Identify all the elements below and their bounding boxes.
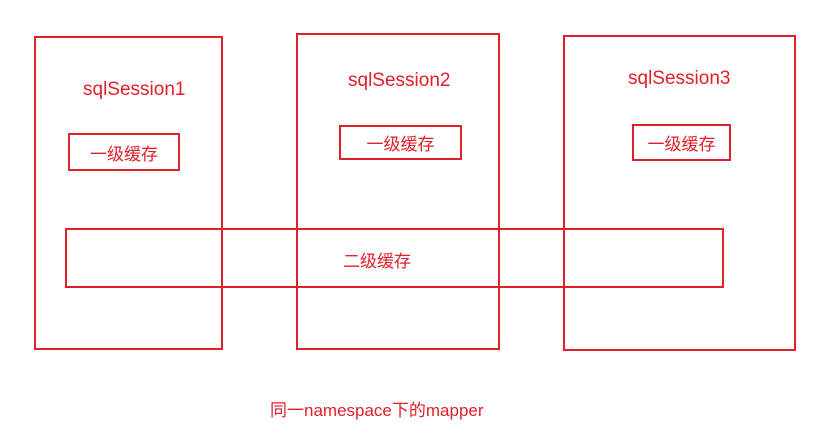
first-level-cache-3-label: 一级缓存 — [647, 135, 716, 154]
sql-session-1-title: sqlSession1 — [83, 79, 186, 100]
first-level-cache-2-label: 一级缓存 — [366, 135, 435, 154]
first-level-cache-1-label: 一级缓存 — [90, 144, 158, 164]
first-level-cache-2: 一级缓存 — [339, 125, 462, 160]
second-level-cache-box — [65, 228, 724, 288]
diagram-caption: 同一namespace下的mapper — [270, 401, 484, 420]
sql-session-3-box — [563, 35, 796, 351]
sql-session-1-box — [34, 36, 223, 350]
sql-session-2-box — [296, 33, 500, 350]
second-level-cache-label: 二级缓存 — [343, 252, 411, 271]
sql-session-2-title: sqlSession2 — [348, 70, 451, 91]
first-level-cache-3: 一级缓存 — [632, 124, 731, 161]
sql-session-3-title: sqlSession3 — [628, 68, 731, 89]
first-level-cache-1: 一级缓存 — [68, 133, 180, 171]
